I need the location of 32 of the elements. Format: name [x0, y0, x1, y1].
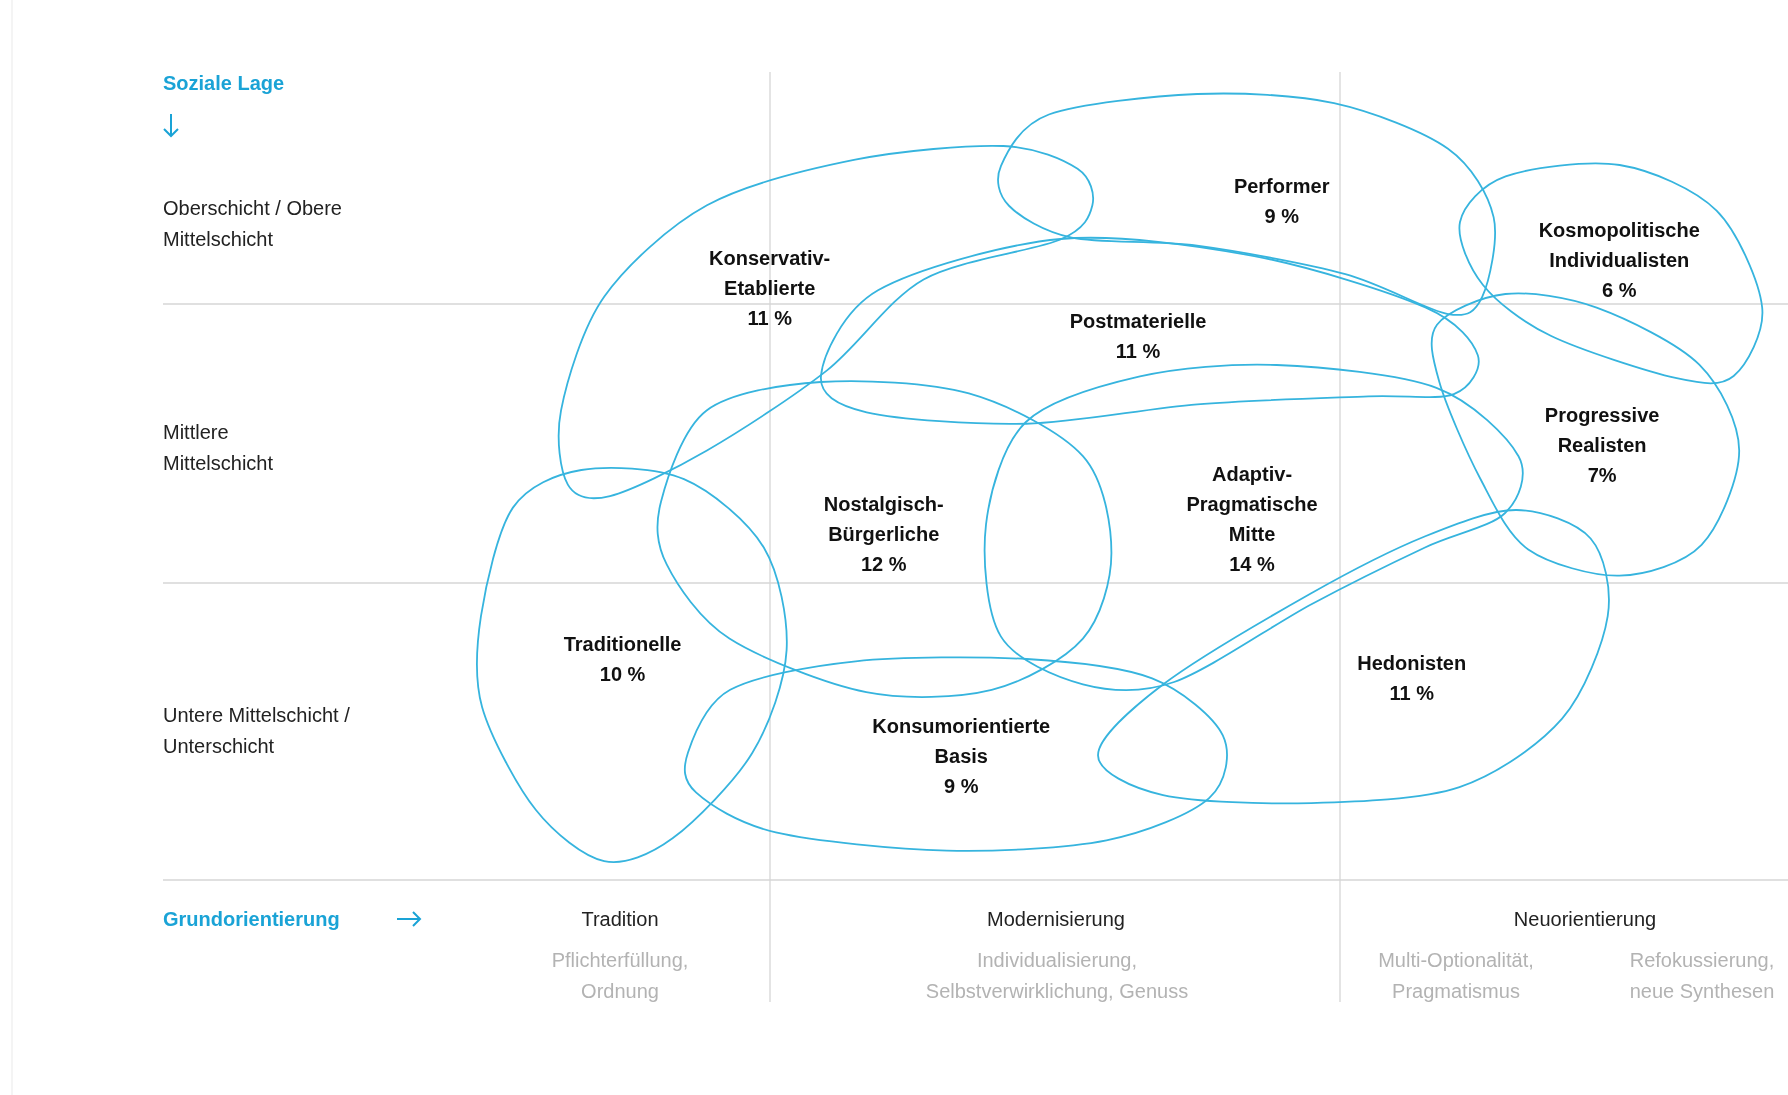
axis-category: Neuorientierung	[1513, 907, 1657, 932]
axis-category: Modernisierung	[987, 907, 1125, 932]
milieu-share: 7%	[1586, 462, 1618, 488]
axis-description: Refokussierung, neue Synthesen	[1628, 948, 1776, 1004]
milieu-name: Traditionelle	[562, 632, 683, 658]
row-label: Untere Mittelschicht / Unterschicht	[163, 703, 351, 759]
milieu-name: Konsumorientierte Basis	[871, 714, 1052, 769]
row-label: Oberschicht / Obere Mittelschicht	[163, 196, 343, 252]
milieu-share: 12 %	[859, 551, 908, 577]
milieu-name: Progressive Realisten	[1543, 402, 1661, 458]
milieu-share: 11 %	[746, 306, 793, 332]
axis-description: Individualisierung, Selbstverwirklichung, Genuss	[924, 948, 1190, 1004]
milieu-name: Performer	[1232, 173, 1331, 199]
milieu-name: Nostalgisch-Bürgerliche	[822, 491, 945, 547]
milieu-name: Kosmopolitische Individualisten	[1537, 218, 1701, 273]
axis-title: Soziale Lage	[163, 71, 285, 96]
axis-description: Pflichterfüllung, Ordnung	[550, 948, 690, 1004]
milieu-name: Adaptiv-Pragmatische Mitte	[1185, 461, 1319, 547]
milieu-name: Postmaterielle	[1068, 309, 1208, 335]
milieu-share: 6 %	[1601, 278, 1638, 303]
milieu-share: 10 %	[598, 662, 647, 688]
milieu-name: Konservativ-Etablierte	[708, 246, 832, 302]
axis-category: Tradition	[581, 907, 659, 932]
milieu-name: Hedonisten	[1356, 651, 1468, 677]
milieu-share: 9 %	[943, 774, 980, 799]
row-label: Mittlere Mittelschicht	[163, 420, 275, 476]
axis-title: Grundorientierung	[163, 907, 340, 932]
milieu-share: 11 %	[1388, 681, 1435, 707]
milieu-share: 11 %	[1114, 339, 1162, 365]
axis-description: Multi-Optionalität, Pragmatismus	[1377, 948, 1535, 1004]
milieu-share: 9 %	[1263, 203, 1300, 229]
milieu-share: 14 %	[1228, 551, 1276, 577]
